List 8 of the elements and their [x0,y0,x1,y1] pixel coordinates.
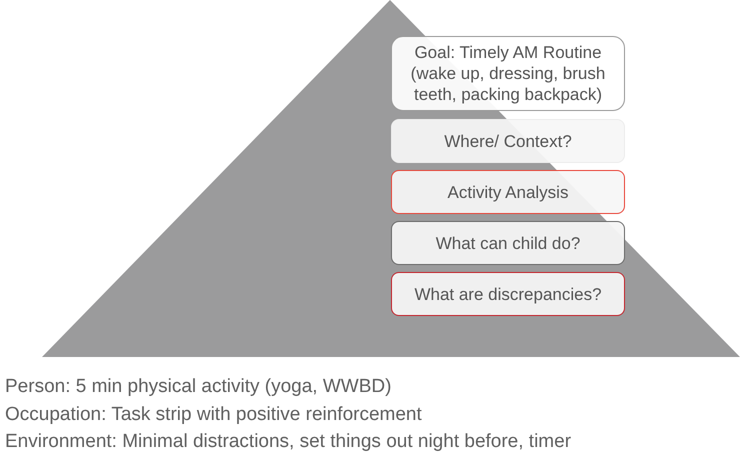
note-text: Person: 5 min physical activity (yoga, WWBD) [5,376,392,398]
note-text: Environment: Minimal distractions, set things out night before, timer [5,431,572,453]
step-box: What can child do? [391,221,625,265]
step-box: Activity Analysis [391,170,625,214]
note-text: Occupation: Task strip with positive reinforcement [5,404,422,426]
step-box: Goal: Timely AM Routine (wake up, dressing, brush teeth, packing backpack) [391,36,625,111]
step-box: Where/ Context? [391,119,625,163]
step-box: What are discrepancies? [391,272,625,316]
